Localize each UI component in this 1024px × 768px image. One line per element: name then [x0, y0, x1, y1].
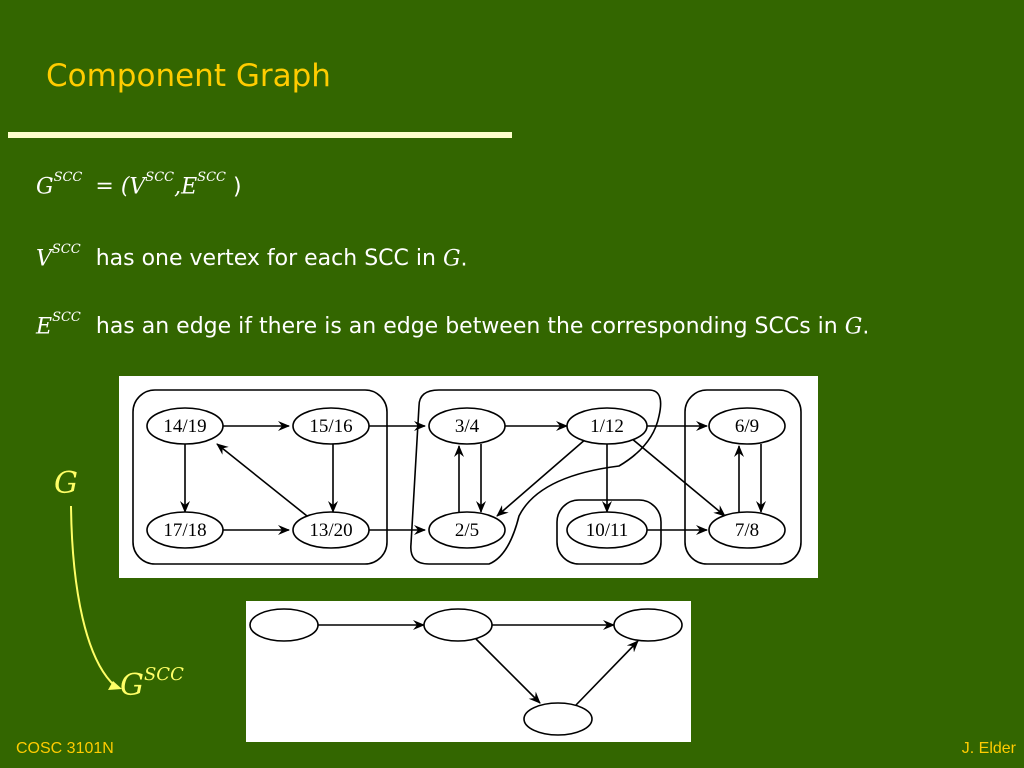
node-ellipse-3-4: [428, 407, 506, 445]
node-label: 13/20: [309, 520, 352, 541]
node-ellipse-1-12: [566, 407, 648, 445]
edge-line: ESCC has an edge if there is an edge bet…: [36, 310, 870, 340]
def-e: E: [181, 174, 198, 200]
scc-boundary-left: [132, 389, 388, 565]
edge-1-2: [496, 437, 588, 517]
scc-edge-d-c: [575, 640, 639, 706]
edge-sup: SCC: [52, 310, 81, 325]
graph-g-diagram: 14/19 15/16 3/4 1/12 6/9 17/18 13/20 2/5…: [132, 389, 802, 565]
edge-sym: E: [36, 314, 53, 340]
vertex-text: has one vertex for each SCC in: [95, 246, 436, 272]
edge-text: has an edge if there is an edge between …: [95, 314, 838, 340]
node-ellipse-7-8: [708, 511, 786, 549]
edge-end: .: [862, 314, 870, 340]
def-comma: ,: [174, 174, 182, 200]
node-label: 1/12: [590, 416, 624, 437]
edge-g: G: [844, 314, 863, 340]
edge-13-14: [216, 443, 308, 517]
edge-1-7: [630, 437, 726, 517]
node-ellipse-2-5: [428, 511, 506, 549]
node-ellipse-13-20: [292, 511, 370, 549]
def-v-sup: SCC: [145, 170, 175, 185]
def-v: V: [129, 174, 146, 200]
vertex-sup: SCC: [51, 242, 81, 257]
vertex-line: VSCC has one vertex for each SCC in G.: [36, 242, 468, 272]
scc-boundary-middle: [410, 389, 662, 565]
scc-node-a: [249, 608, 319, 642]
node-label: 6/9: [735, 416, 759, 437]
node-label: 2/5: [455, 520, 479, 541]
node-label: 17/18: [163, 520, 206, 541]
component-graph-panel: [246, 601, 691, 742]
footer-author: J. Elder: [961, 740, 1016, 757]
node-label: 14/19: [163, 416, 206, 437]
component-graph-label: GSCC: [120, 664, 184, 703]
vertex-g: G: [442, 246, 461, 272]
scc-label-sym: G: [120, 668, 144, 703]
scc-boundary-small: [556, 499, 662, 565]
scc-node-b: [423, 608, 493, 642]
scc-boundary-right: [684, 389, 802, 565]
slide-title: Component Graph: [46, 58, 331, 94]
node-label: 10/11: [586, 520, 629, 541]
node-ellipse-17-18: [146, 511, 224, 549]
def-close: ): [232, 174, 242, 200]
scc-node-d: [523, 702, 593, 736]
scc-label-sup: SCC: [143, 664, 184, 685]
node-ellipse-6-9: [708, 407, 786, 445]
node-label: 7/8: [735, 520, 759, 541]
vertex-sym: V: [36, 246, 52, 272]
node-ellipse-14-19: [146, 407, 224, 445]
node-label: 3/4: [455, 416, 480, 437]
scc-edge-b-d: [475, 638, 541, 704]
def-e-sup: SCC: [197, 170, 226, 185]
node-ellipse-10-11: [566, 511, 648, 549]
transform-arrow: [70, 505, 122, 690]
definition-line: GSCC = (VSCC,ESCC ): [36, 170, 242, 200]
graph-g-panel: 14/19 15/16 3/4 1/12 6/9 17/18 13/20 2/5…: [119, 376, 818, 578]
node-ellipse-15-16: [292, 407, 370, 445]
def-lhs: G: [36, 174, 54, 200]
node-label: 15/16: [309, 416, 352, 437]
footer-course: COSC 3101N: [16, 740, 114, 757]
component-graph-diagram: [249, 608, 683, 736]
scc-node-c: [613, 608, 683, 642]
title-underline: [8, 132, 512, 138]
def-eq: = (: [95, 174, 130, 200]
def-lhs-sup: SCC: [53, 170, 83, 185]
vertex-end: .: [460, 246, 468, 272]
graph-g-label: G: [54, 466, 78, 501]
